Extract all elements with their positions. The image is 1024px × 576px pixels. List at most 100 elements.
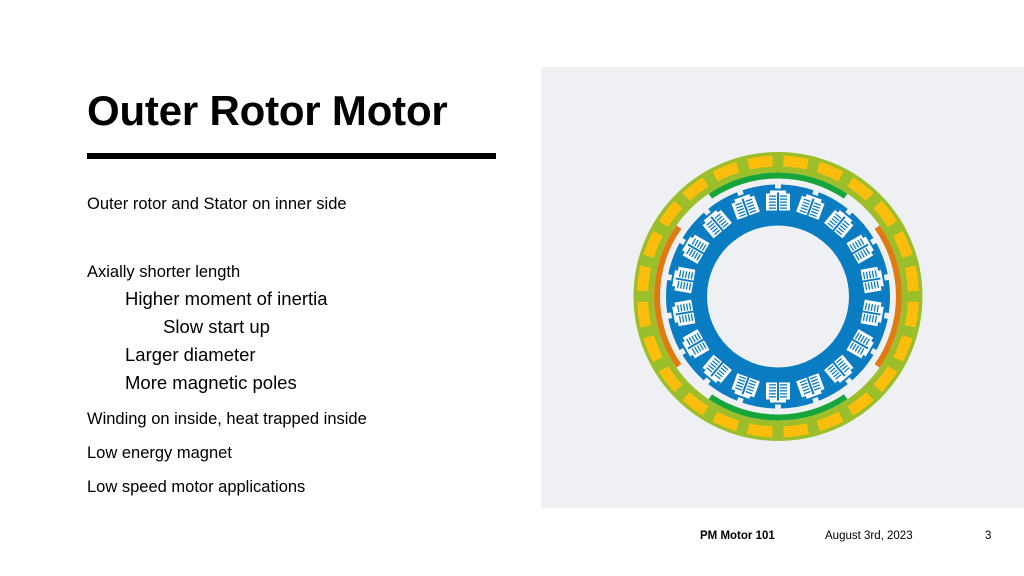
coil-line (711, 360, 719, 366)
magnet (889, 230, 913, 260)
coil-line (718, 369, 725, 376)
coil-line (811, 381, 819, 386)
slot-notch (674, 322, 679, 327)
coil-line (679, 281, 683, 289)
stator-slot (730, 373, 760, 401)
slot-notch (690, 354, 695, 360)
coil-line (722, 364, 729, 371)
slot-divider (832, 361, 846, 377)
magnet (658, 363, 686, 393)
motor-cross-section-diagram (633, 152, 923, 441)
coil-line (780, 204, 787, 206)
coil-line (780, 207, 787, 209)
coil-line (769, 198, 776, 200)
footer-presentation-title: PM Motor 101 (700, 530, 775, 542)
coil-line (738, 210, 746, 215)
stator-tooth-tip (846, 212, 874, 243)
coil-line (736, 205, 744, 209)
slide-title: Outer Rotor Motor (87, 87, 448, 134)
coil-line (685, 282, 689, 290)
coil-line (693, 252, 699, 259)
magnet (643, 230, 667, 260)
coil-line (694, 346, 699, 354)
sub-bullet-item: Higher moment of inertia (125, 288, 328, 309)
slot-divider (832, 216, 846, 232)
stator-slot (846, 329, 876, 360)
coil-line (833, 215, 840, 222)
stator-slot (671, 299, 696, 327)
coil-line (857, 252, 863, 259)
magnet (712, 161, 741, 185)
slot-notch (700, 367, 706, 373)
coil-line (859, 348, 865, 355)
magnet (643, 333, 667, 363)
stator-slot (700, 354, 732, 386)
coil-line (849, 342, 855, 349)
coil-line (813, 387, 822, 391)
coil-line (874, 315, 878, 323)
stator-slot (860, 299, 885, 327)
coil-line (812, 205, 820, 209)
bullet-item: Low speed motor applications (87, 478, 306, 496)
coil-line (769, 201, 776, 203)
coil-line (800, 206, 808, 211)
coil-line (710, 362, 717, 368)
coil-line (870, 303, 874, 312)
slot-notch (877, 322, 882, 327)
stator-tooth-tip (816, 192, 848, 216)
coil-line (865, 338, 870, 346)
slot-notch (766, 399, 770, 403)
phase-arc-bottom (708, 394, 848, 421)
coil-line (714, 374, 721, 380)
coil-line (718, 217, 725, 224)
coil-line (780, 387, 787, 389)
coil-line (857, 346, 862, 354)
coil-line (780, 201, 787, 203)
coil-line (681, 315, 685, 323)
coil-line (862, 249, 868, 256)
stator-slot (824, 354, 856, 386)
coil-line (720, 220, 727, 226)
slot-notch (801, 396, 807, 401)
coil-line (739, 375, 747, 380)
coil-line (837, 227, 845, 233)
coil-line (681, 270, 685, 278)
coil-line (857, 239, 862, 247)
stator-slot (680, 329, 710, 360)
coil-line (873, 304, 877, 312)
coil-line (809, 375, 817, 380)
slot-notch (861, 233, 866, 239)
coil-line (736, 384, 744, 388)
bullet-item: Outer rotor and Stator on inner side (87, 195, 347, 213)
coil-line (688, 249, 694, 256)
coil-line (685, 303, 689, 311)
coil-line (871, 270, 875, 278)
coil-line (867, 282, 871, 290)
coil-line (676, 280, 680, 289)
coil-line (748, 382, 756, 387)
coil-line (690, 272, 694, 280)
slot-divider (851, 338, 869, 350)
coil-line (747, 385, 755, 389)
coil-line (849, 244, 855, 251)
slot-notch (730, 199, 736, 204)
slot-notch (749, 192, 755, 197)
coil-line (701, 342, 707, 349)
coil-line (831, 369, 838, 376)
coil-line (870, 281, 874, 290)
coil-line (713, 229, 721, 236)
phase-arc-top (708, 172, 848, 199)
slot-notch (820, 389, 826, 394)
coil-line (839, 225, 846, 231)
magnet (815, 161, 844, 185)
coil-line (827, 222, 834, 229)
stator-slot (766, 190, 790, 211)
slot-notch (680, 250, 685, 256)
stator-bore (707, 225, 849, 368)
slot-notch (715, 380, 721, 386)
coil-line (835, 213, 842, 219)
coil-line (865, 247, 870, 255)
magnet (658, 200, 686, 230)
sub-bullet-item: More magnetic poles (125, 372, 297, 393)
slot-divider (741, 198, 750, 217)
